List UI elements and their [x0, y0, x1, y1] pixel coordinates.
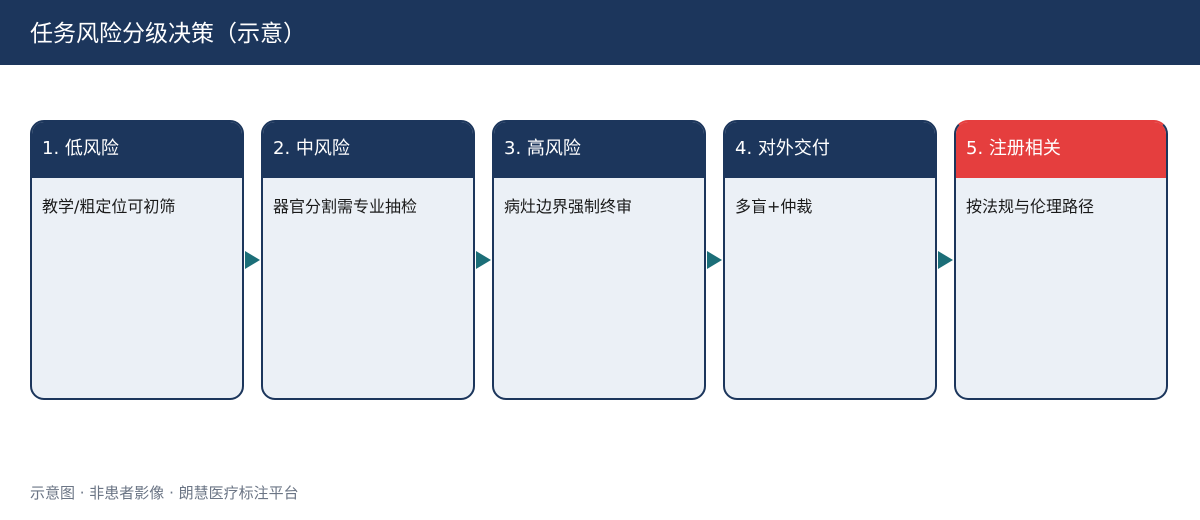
- step-card-title: 4. 对外交付: [725, 122, 935, 178]
- step-card-high-risk: 3. 高风险 病灶边界强制终审: [492, 120, 706, 400]
- step-card-description: 器官分割需专业抽检: [273, 197, 418, 216]
- step-card-medium-risk: 2. 中风险 器官分割需专业抽检: [261, 120, 475, 400]
- page-title: 任务风险分级决策（示意）: [30, 21, 306, 47]
- step-card-low-risk: 1. 低风险 教学/粗定位可初筛: [30, 120, 244, 400]
- flow-arrow-icon: [245, 251, 260, 269]
- step-card-description: 教学/粗定位可初筛: [42, 197, 176, 216]
- flow-arrow-icon: [707, 251, 722, 269]
- flow-arrow-icon: [476, 251, 491, 269]
- step-card-description: 按法规与伦理路径: [966, 197, 1095, 216]
- step-card-external-delivery: 4. 对外交付 多盲+仲裁: [723, 120, 937, 400]
- step-card-title: 5. 注册相关: [956, 122, 1166, 178]
- step-card-title: 2. 中风险: [263, 122, 473, 178]
- step-card-description: 病灶边界强制终审: [504, 197, 633, 216]
- step-card-registration: 5. 注册相关 按法规与伦理路径: [954, 120, 1168, 400]
- step-card-title: 3. 高风险: [494, 122, 704, 178]
- step-card-description: 多盲+仲裁: [735, 197, 813, 216]
- step-card-title: 1. 低风险: [32, 122, 242, 178]
- footer-note: 示意图 · 非患者影像 · 朗慧医疗标注平台: [30, 484, 299, 502]
- flow-arrow-icon: [938, 251, 953, 269]
- title-bar: 任务风险分级决策（示意）: [0, 0, 1200, 65]
